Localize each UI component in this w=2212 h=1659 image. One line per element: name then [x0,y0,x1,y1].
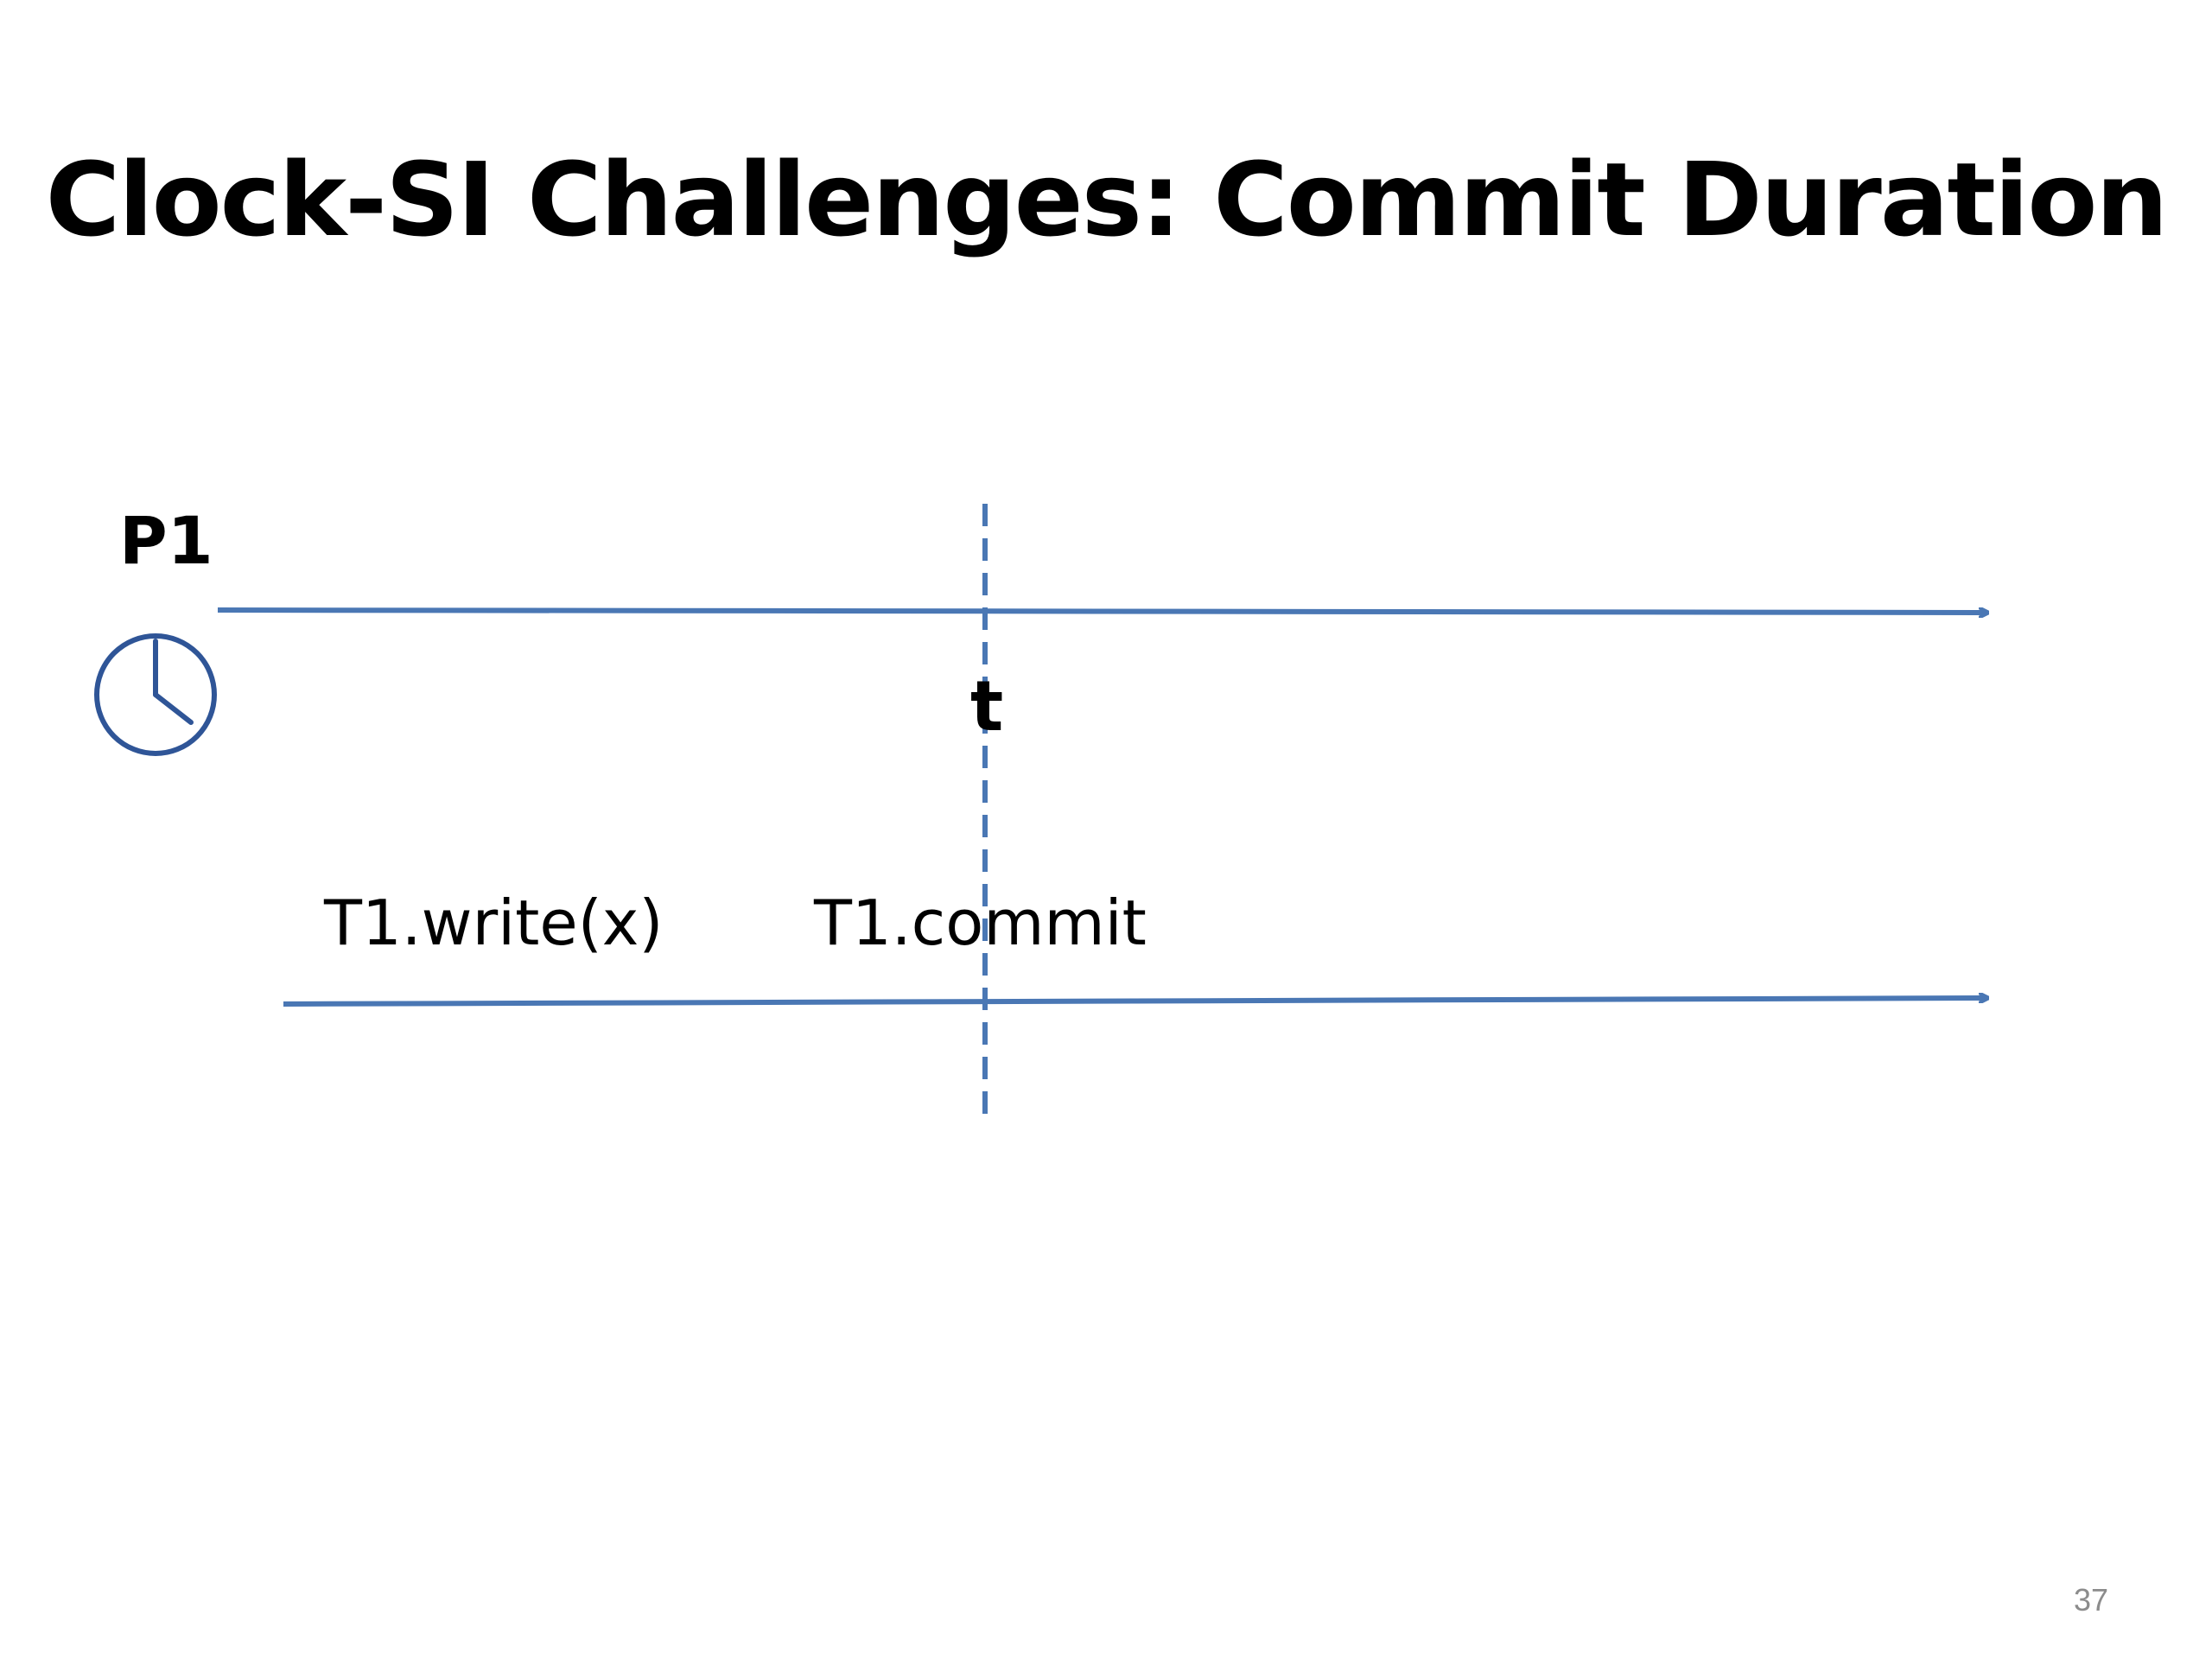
slide-title: Clock-SI Challenges: Commit Duration [45,140,2169,259]
p1-timeline-arrow [217,610,1987,613]
process-label-p1: P1 [119,502,213,579]
event-commit-label: T1.commit [814,887,1147,959]
event-write-label: T1.write(x) [324,887,664,959]
transaction-timeline-arrow [283,998,1987,1007]
clock-icon [94,633,217,756]
page-number: 37 [2073,1582,2108,1618]
time-marker-label: t [970,666,1004,747]
